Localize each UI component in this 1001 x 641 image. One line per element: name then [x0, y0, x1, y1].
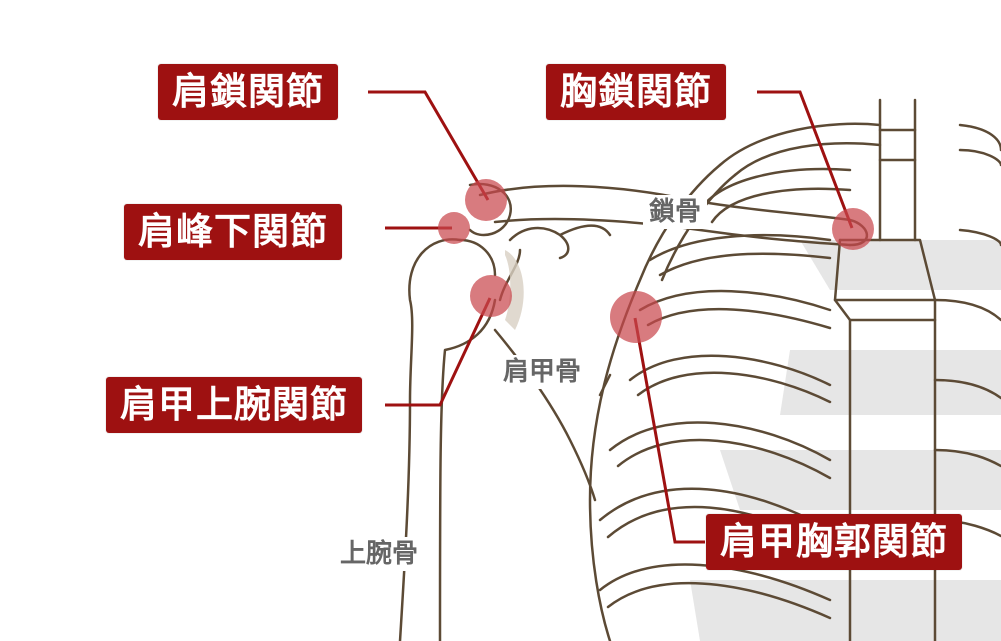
leader-acromioclavicular	[368, 90, 490, 201]
glenohumeral-joint-label: 肩甲上腕関節	[106, 377, 362, 433]
acromioclavicular-joint-label: 肩鎖関節	[158, 64, 338, 120]
acromioclavicular-marker	[465, 179, 507, 221]
joint-markers	[438, 179, 874, 343]
leader-sternoclavicular	[757, 90, 854, 229]
scapulothoracic-marker	[610, 291, 662, 343]
leader-glenohumeral	[385, 297, 492, 407]
spine	[878, 98, 917, 242]
glenoid-shading	[505, 250, 524, 330]
scapula-label: 肩甲骨	[497, 355, 588, 389]
clavicle-label: 鎖骨	[643, 195, 708, 229]
sternoclavicular-marker	[832, 208, 874, 250]
glenohumeral-marker	[470, 275, 512, 317]
leader-scapulothoracic	[633, 317, 705, 544]
humerus-label: 上腕骨	[334, 537, 425, 571]
subacromial-marker	[438, 212, 470, 244]
sternoclavicular-joint-label: 胸鎖関節	[546, 64, 726, 120]
scapulothoracic-joint-label: 肩甲胸郭関節	[706, 514, 962, 570]
scapula-bone	[468, 182, 612, 502]
subacromial-joint-label: 肩峰下関節	[124, 204, 342, 260]
